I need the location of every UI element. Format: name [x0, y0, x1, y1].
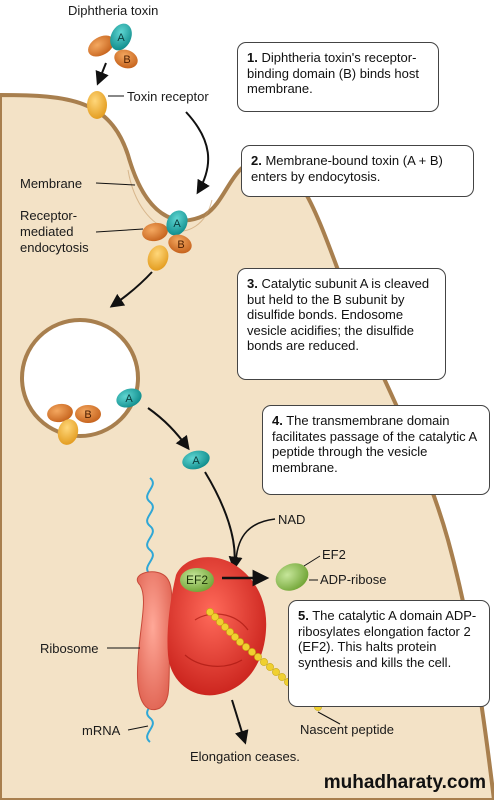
diphtheria-toxin-label: Diphtheria toxin — [68, 3, 159, 18]
watermark: muhadharaty.com — [323, 772, 486, 793]
vesicle-toxin-icon — [47, 388, 142, 445]
ribosome-icon — [136, 557, 267, 711]
nascent-peptide-label: Nascent peptide — [300, 722, 394, 737]
bound-a-label: A — [173, 218, 181, 230]
diphtheria-toxin-icon — [88, 23, 138, 69]
released-a-label: A — [192, 455, 200, 467]
subunit-b-label: B — [123, 54, 130, 66]
toxin-receptor-icon — [87, 91, 107, 119]
membrane-label: Membrane — [20, 176, 83, 191]
endocytosis-label-1: Receptor- — [20, 208, 78, 223]
endocytosis-label-2: mediated — [20, 224, 74, 239]
step-5-number: 5. — [298, 608, 309, 623]
adp-ribose-label: ADP-ribose — [320, 572, 387, 587]
elongation-ceases-label: Elongation ceases. — [190, 749, 300, 764]
step-5-text: The catalytic A domain ADP-ribosylates e… — [298, 608, 477, 670]
step-5-box: 5. The catalytic A domain ADP-ribosylate… — [288, 600, 490, 707]
ef2-inner-label: EF2 — [186, 573, 208, 587]
step-1-number: 1. — [247, 50, 258, 65]
step-1-text: Diphtheria toxin's receptor-binding doma… — [247, 50, 419, 96]
step-2-box: 2. Membrane-bound toxin (A + B) enters b… — [241, 145, 474, 197]
step-2-number: 2. — [251, 153, 262, 168]
endosome-vesicle — [20, 318, 140, 438]
step-3-box: 3. Catalytic subunit A is cleaved but he… — [237, 268, 446, 380]
ef2-on-ribosome-icon — [180, 568, 214, 592]
step-2-text: Membrane-bound toxin (A + B) enters by e… — [251, 153, 443, 184]
bound-b-label: B — [177, 239, 184, 251]
vesicle-a-label: A — [125, 393, 133, 405]
bound-toxin-icon — [142, 210, 192, 271]
released-a-icon — [182, 450, 210, 470]
ef2-adp-ribose-icon — [275, 563, 309, 591]
nad-label: NAD — [278, 512, 306, 527]
mrna-label: mRNA — [82, 723, 121, 738]
subunit-a-label: A — [117, 32, 125, 44]
step-3-text: Catalytic subunit A is cleaved but held … — [247, 276, 430, 353]
vesicle-b-label: B — [84, 409, 91, 421]
ribosome-label: Ribosome — [40, 641, 99, 656]
step-4-number: 4. — [272, 413, 283, 428]
step-4-box: 4. The transmembrane domain facilitates … — [262, 405, 490, 495]
step-3-number: 3. — [247, 276, 258, 291]
endocytosis-label-3: endocytosis — [20, 240, 89, 255]
ef2-label: EF2 — [322, 547, 346, 562]
step-1-box: 1. Diphtheria toxin's receptor-binding d… — [237, 42, 439, 112]
step-4-text: The transmembrane domain facilitates pas… — [272, 413, 477, 475]
toxin-receptor-label: Toxin receptor — [127, 89, 209, 104]
